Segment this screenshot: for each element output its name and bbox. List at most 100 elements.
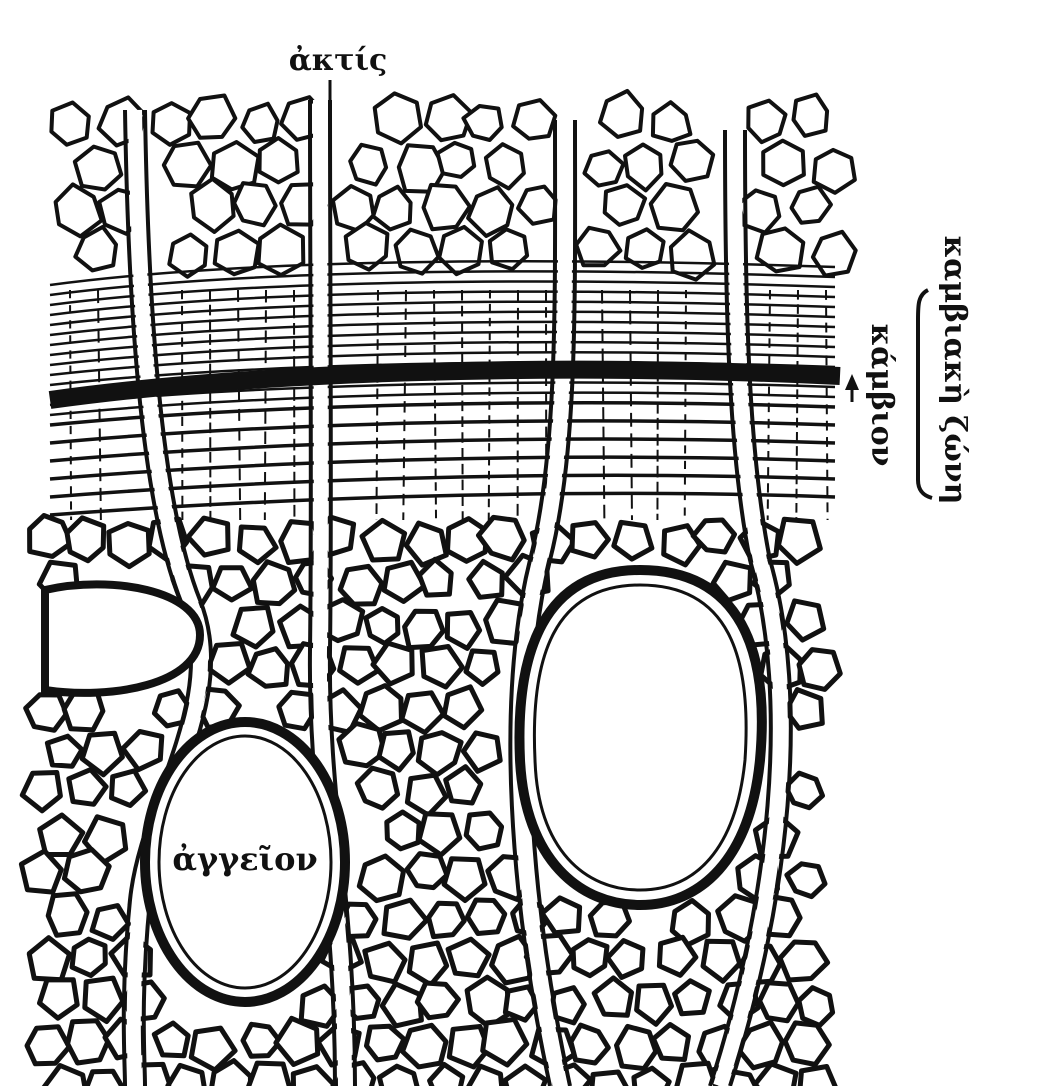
cell	[505, 1066, 545, 1086]
cell	[357, 768, 397, 808]
cell	[794, 95, 828, 136]
vessel-label: ἀγγεῖον	[172, 840, 317, 878]
cell	[375, 93, 421, 143]
cell-wall-divider	[630, 290, 632, 520]
cell	[365, 943, 405, 982]
cell	[675, 981, 710, 1014]
cell	[47, 736, 82, 766]
cell	[448, 939, 489, 976]
cell	[292, 644, 334, 686]
cell	[112, 771, 146, 806]
cell	[800, 1067, 837, 1086]
cell	[778, 519, 820, 563]
cell	[75, 147, 122, 190]
cell	[513, 100, 555, 139]
cell	[813, 232, 856, 276]
cell	[362, 520, 405, 560]
cell	[572, 523, 608, 557]
cell	[168, 1065, 206, 1086]
cell	[407, 854, 447, 888]
cell	[542, 898, 580, 933]
cell	[799, 650, 840, 690]
cell-wall-divider	[98, 290, 101, 520]
cell	[213, 568, 252, 600]
cell	[605, 185, 645, 225]
cell	[153, 103, 191, 145]
cell	[402, 693, 444, 733]
cell	[419, 814, 460, 855]
cell	[248, 649, 288, 687]
cell	[466, 813, 501, 849]
cell	[486, 144, 524, 188]
cell	[44, 1066, 87, 1086]
cell-wall-divider	[489, 290, 490, 520]
cell	[366, 609, 398, 644]
cell	[614, 522, 652, 559]
cell-wall-divider	[265, 290, 266, 520]
cell	[248, 1063, 290, 1086]
cell	[86, 1071, 123, 1086]
cell	[109, 524, 149, 567]
cell	[359, 856, 403, 901]
cell	[260, 138, 298, 182]
cell	[653, 1025, 688, 1060]
cell	[468, 900, 505, 934]
cell	[584, 151, 623, 185]
cell	[188, 518, 228, 555]
cell	[405, 611, 444, 647]
cell	[625, 145, 661, 191]
cell	[591, 1072, 629, 1086]
cell-wall-divider	[434, 290, 436, 520]
cell-wall-divider	[685, 290, 686, 520]
cell	[518, 187, 556, 224]
cell	[760, 983, 799, 1021]
cell	[444, 859, 485, 901]
cell	[293, 1067, 334, 1086]
cell	[276, 1018, 318, 1064]
cell	[651, 184, 698, 230]
ray-label: ἀκτίς	[289, 43, 388, 78]
cell	[780, 942, 828, 980]
cell	[653, 102, 691, 141]
cell	[429, 903, 465, 936]
cell	[51, 103, 88, 145]
cell	[483, 1019, 527, 1065]
cell	[671, 141, 714, 181]
cell	[26, 695, 67, 731]
cell	[164, 143, 211, 187]
cell	[340, 566, 382, 604]
cell	[396, 230, 439, 274]
vessel-right	[519, 570, 761, 905]
cell	[787, 864, 825, 897]
cell	[430, 1065, 463, 1086]
cell	[387, 812, 419, 849]
cell	[406, 523, 446, 565]
cell	[154, 1023, 188, 1056]
cell	[239, 527, 276, 563]
cell	[637, 985, 672, 1024]
cell	[424, 185, 470, 229]
cell	[748, 101, 785, 143]
cell	[785, 1023, 829, 1065]
cell	[382, 984, 421, 1026]
cell	[188, 96, 235, 138]
cell	[600, 91, 642, 137]
cell	[634, 1068, 669, 1086]
cell	[384, 900, 427, 938]
cell	[350, 145, 386, 185]
cell	[40, 980, 78, 1019]
cell	[373, 643, 412, 684]
cell	[22, 773, 60, 811]
cell	[242, 104, 277, 142]
cell	[72, 939, 105, 975]
cambial-zone-label: καμβιακὴ ζώνη	[937, 236, 972, 505]
cell	[29, 938, 69, 980]
cell	[56, 184, 102, 236]
cell	[799, 988, 833, 1026]
cell	[339, 723, 385, 765]
cell	[422, 647, 462, 688]
cell	[233, 607, 273, 647]
cell	[703, 941, 740, 981]
cell-wall-divider	[462, 290, 463, 520]
